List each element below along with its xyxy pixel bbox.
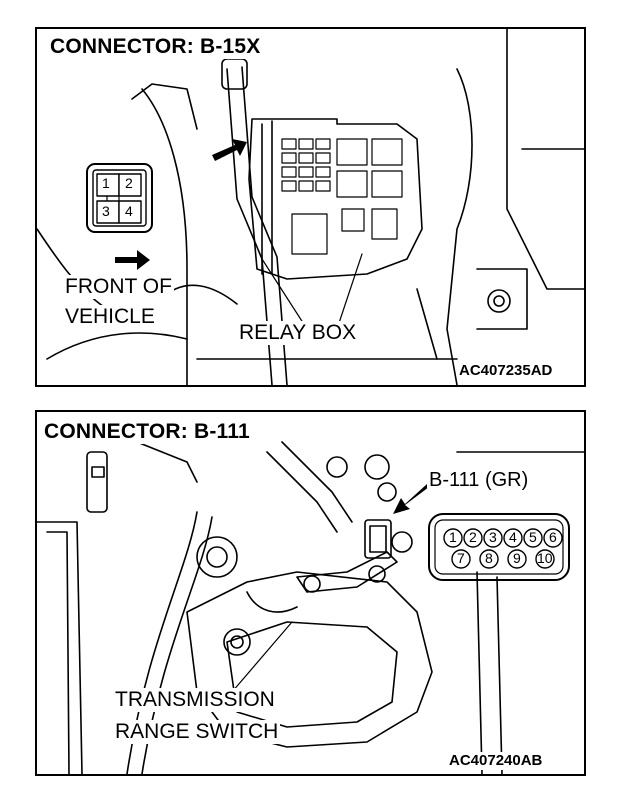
connector-pin-1: 1: [102, 175, 110, 191]
connector-pin-2: 2: [469, 529, 477, 545]
label-range-switch: RANGE SWITCH: [113, 720, 281, 744]
diagram-panel-transmission: CONNECTOR: B-111 B-111 (GR) 1 2 3 4 5 6 …: [35, 410, 586, 776]
transmission-illustration: [37, 441, 584, 774]
connector-pin-4: 4: [509, 529, 517, 545]
label-transmission: TRANSMISSION: [113, 688, 277, 712]
connector-pin-8: 8: [485, 550, 493, 566]
connector-pin-4: 4: [125, 203, 133, 219]
label-front-of: FRONT OF: [63, 275, 174, 299]
front-arrow-icon: [115, 250, 150, 270]
connector-pin-10: 10: [537, 550, 553, 566]
diagram-panel-relay-box: CONNECTOR: B-15X 1 2 3 4 FRONT OF VEHICL…: [35, 27, 586, 387]
connector-pin-7: 7: [457, 550, 465, 566]
connector-pin-6: 6: [549, 529, 557, 545]
connector-pin-9: 9: [513, 550, 521, 566]
relay-box-illustration: [37, 29, 584, 385]
figure-code: AC407235AD: [457, 362, 555, 380]
connector-pin-3: 3: [489, 529, 497, 545]
connector-label: B-111 (GR): [427, 468, 531, 492]
connector-pin-1: 1: [449, 529, 457, 545]
connector-pin-2: 2: [125, 175, 133, 191]
label-vehicle: VEHICLE: [63, 305, 157, 329]
figure-code: AC407240AB: [447, 752, 545, 770]
label-relay-box: RELAY BOX: [237, 321, 359, 345]
panel-title: CONNECTOR: B-111: [41, 420, 253, 444]
connector-pin-3: 3: [102, 203, 110, 219]
panel-title: CONNECTOR: B-15X: [47, 35, 264, 59]
pointer-arrow-icon: [212, 139, 247, 161]
connector-pin-5: 5: [529, 529, 537, 545]
pointer-arrow-icon: [393, 484, 429, 514]
